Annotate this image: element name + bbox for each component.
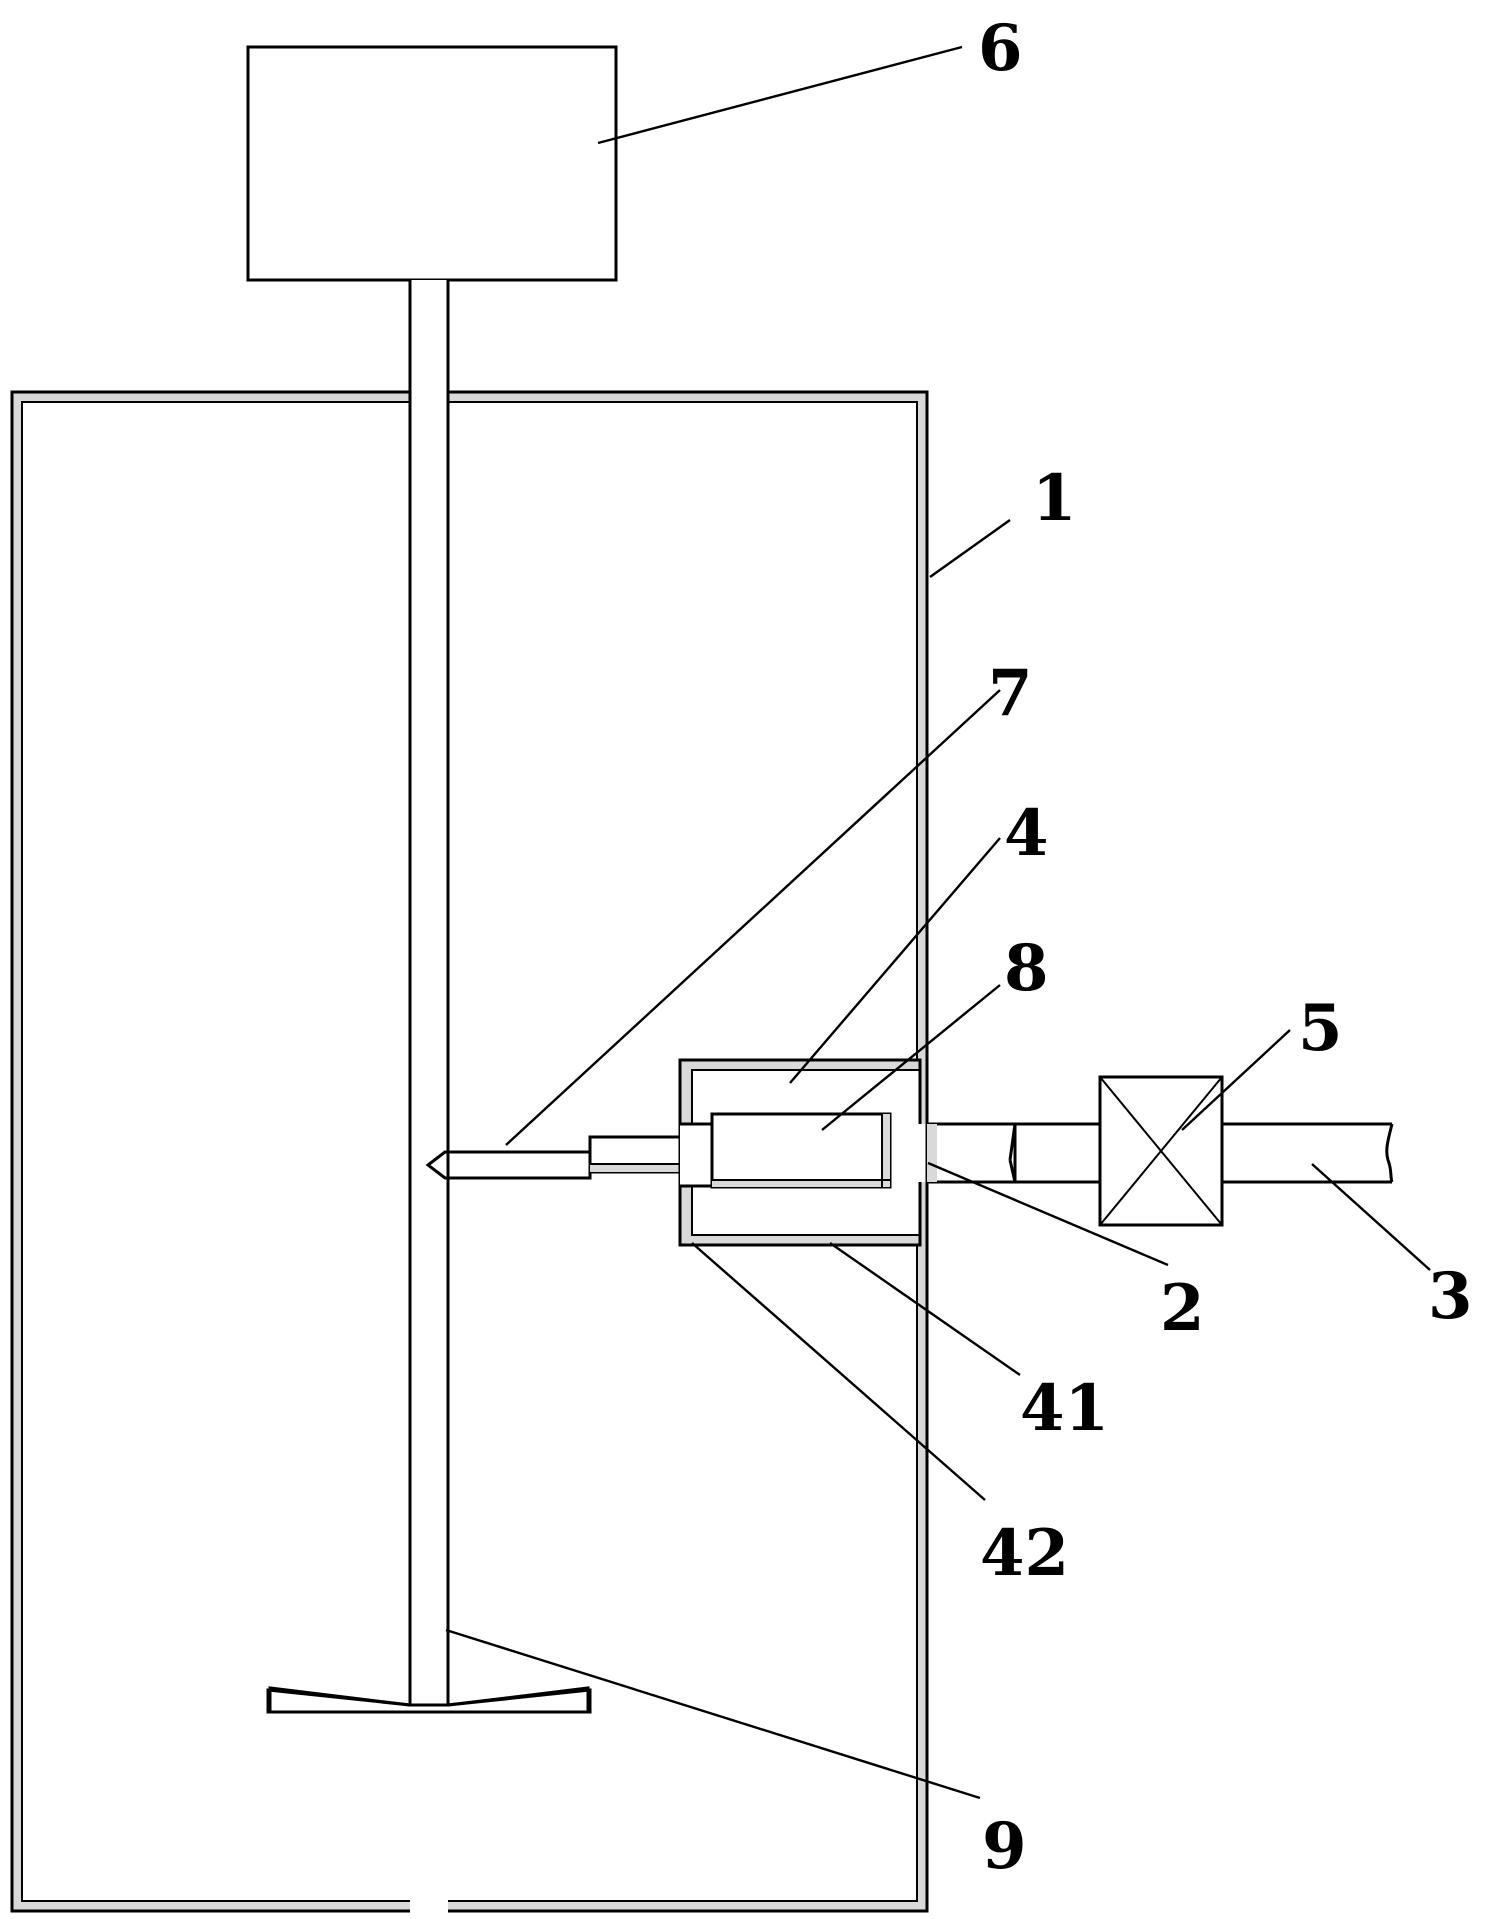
- label-8: 8: [1004, 931, 1049, 1006]
- outer-pipe: [1015, 1122, 1394, 1184]
- label-3: 3: [1428, 1259, 1473, 1334]
- label-41: 41: [1020, 1371, 1109, 1446]
- impeller: [266, 1686, 592, 1714]
- label-5: 5: [1298, 991, 1343, 1066]
- valve: [1098, 1075, 1224, 1227]
- shaft: [408, 280, 450, 1919]
- label-4: 4: [1004, 796, 1049, 871]
- label-2: 2: [1160, 1271, 1205, 1346]
- part-labels: 6 1 7 4 8 5 2 3 41 42 9: [978, 11, 1473, 1884]
- inner-block: [710, 1112, 892, 1189]
- leader-lines: [445, 45, 1431, 1800]
- drive-box: [246, 45, 618, 282]
- label-42: 42: [980, 1516, 1069, 1591]
- label-6: 6: [978, 11, 1023, 86]
- label-9: 9: [982, 1809, 1027, 1884]
- label-1: 1: [1032, 461, 1077, 536]
- probe-rod: [425, 1135, 692, 1180]
- label-7: 7: [988, 656, 1033, 731]
- wall-pipe: [917, 1122, 1017, 1184]
